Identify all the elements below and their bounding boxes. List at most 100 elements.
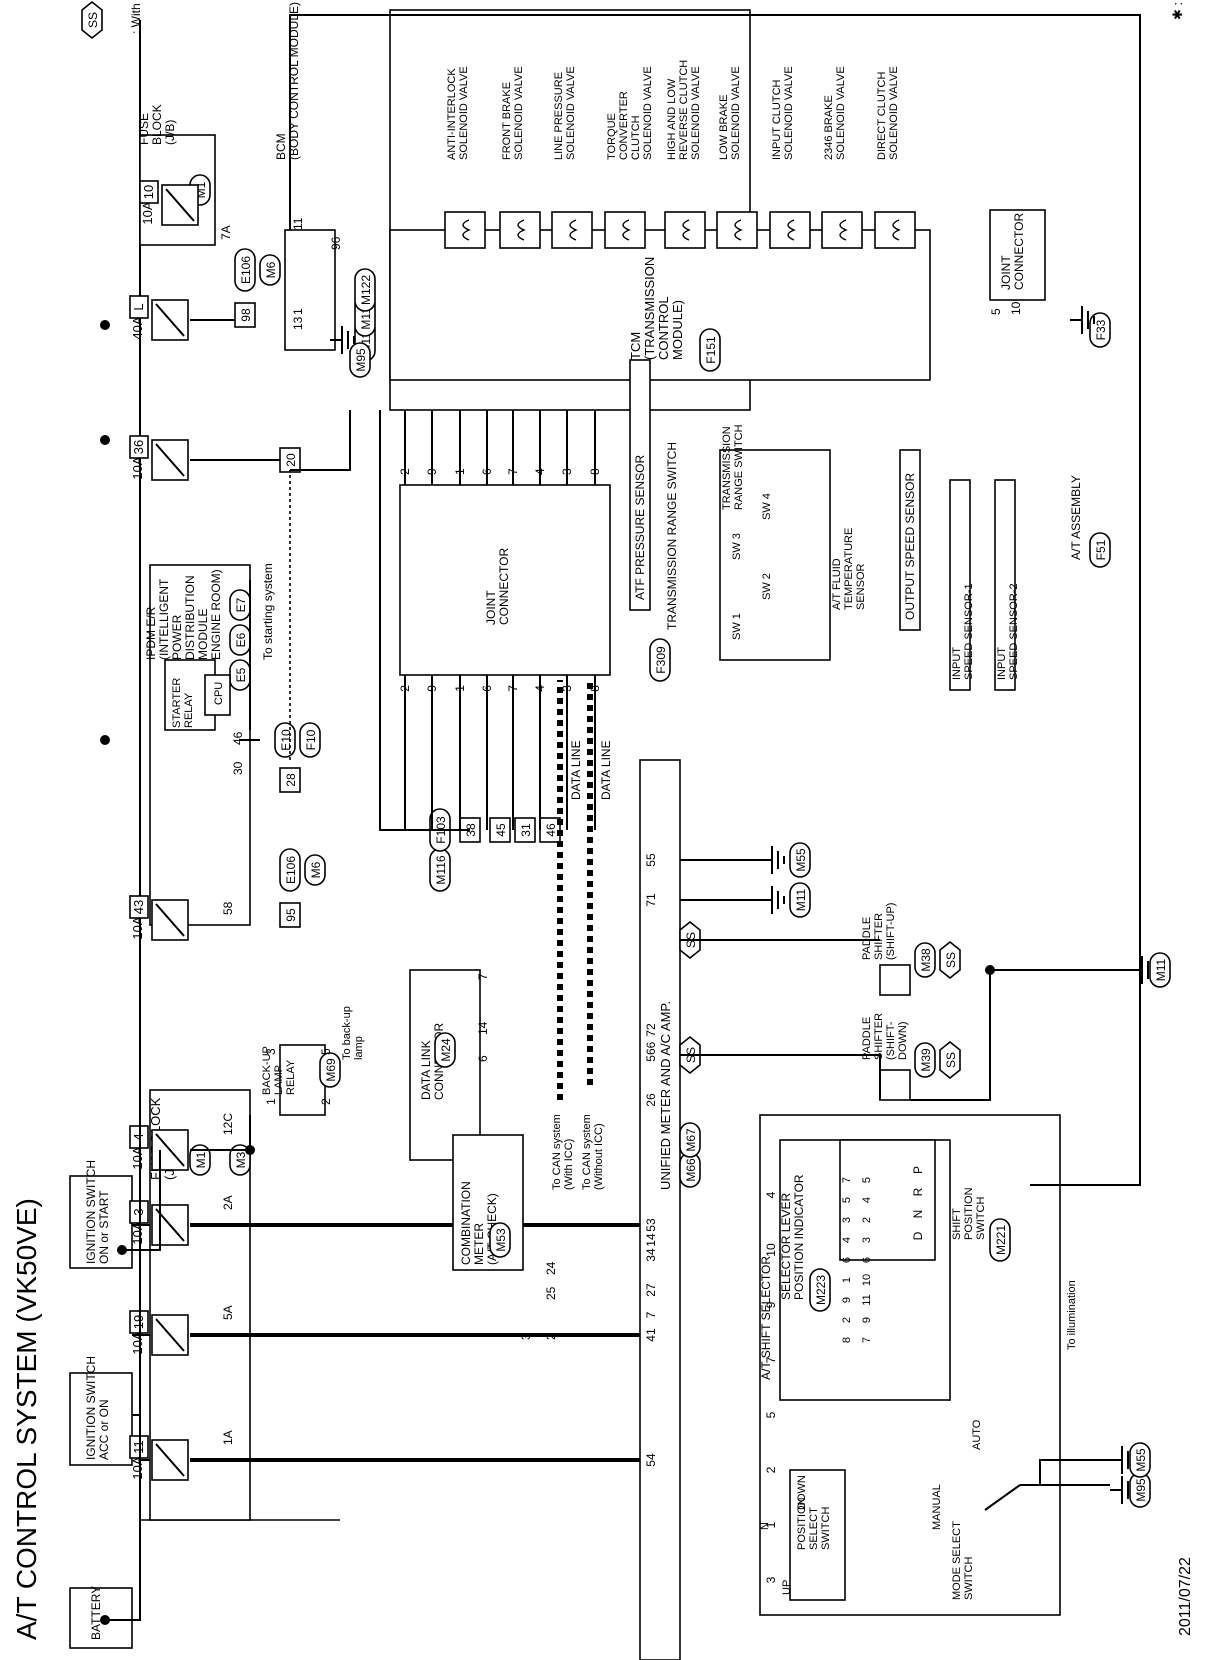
solenoid-8-body	[821, 211, 863, 249]
range-switch-title: TRANSMISSION	[721, 426, 733, 510]
sel-outer-pin-7: 7	[764, 1356, 778, 1363]
tcm-title: CONTROL	[656, 296, 671, 360]
wire	[379, 410, 470, 831]
meter-pin-26: 26	[644, 1093, 658, 1107]
ipdm-title: IPDM E/R	[144, 606, 158, 660]
data-line-label-2: DATA LINE	[599, 740, 613, 800]
sel-inner-bot-4: 4	[861, 1197, 873, 1203]
tcm-title: MODULE)	[670, 300, 685, 360]
solenoid-label-4: SOLENOID VALVE	[642, 66, 654, 160]
paddle-up-title: (SHIFT-UP)	[885, 903, 897, 960]
conn-F51-label: F51	[1094, 539, 1108, 560]
input-speed-2-label: SPEED SENSOR-2	[1008, 583, 1020, 680]
sel-outer-pin-5: 5	[764, 1411, 778, 1418]
conn-M38-label: M38	[919, 948, 933, 972]
conn-M223-label: M223	[814, 1275, 828, 1305]
sel-inner-top-6: 6	[841, 1257, 853, 1263]
conn-E106-a-label: E106	[239, 256, 253, 284]
conn-M11-b-label: M11	[1154, 958, 1168, 981]
solenoid-label-4: CONVERTER	[618, 91, 630, 160]
meter-amp-box	[639, 759, 681, 1660]
fuse-36-rating: 10A	[130, 456, 145, 479]
input-speed-2-box	[994, 479, 1016, 691]
conn-M11-a	[789, 882, 811, 918]
conn-M55-a-label: M55	[794, 848, 808, 872]
ipdm-title: (INTELLIGENT	[157, 578, 171, 660]
fuse-10-element	[165, 188, 195, 222]
conn-95	[279, 902, 301, 928]
select-switch-box	[789, 1469, 846, 1601]
dlc-pin-14: 14	[476, 1021, 490, 1035]
bcm-pin-96: 96	[329, 236, 343, 250]
paddle-down-title: (SHIFT-	[885, 1021, 897, 1060]
conn-M39	[914, 1042, 936, 1078]
relay-pin-2: 2	[319, 1098, 333, 1105]
conn-28	[279, 767, 301, 793]
conn-M116-label: M116	[434, 855, 448, 884]
pin-20-label: 20	[284, 453, 298, 467]
tcm-box	[389, 229, 931, 381]
meter-pin-54: 54	[644, 1453, 658, 1467]
output-speed-box	[899, 449, 921, 631]
solenoid-label-4: TORQUE	[606, 113, 618, 160]
solenoid-label-2: FRONT BRAKE	[501, 82, 513, 160]
conn-M11-a-label: M11	[794, 888, 808, 911]
conn-M24-label: M24	[439, 1038, 453, 1062]
dlc-pin-6: 6	[476, 1055, 490, 1062]
sw-2: SW 2	[761, 573, 773, 600]
paddle-up-title: PADDLE	[861, 917, 873, 960]
fuse-11-element	[155, 1443, 185, 1477]
solenoid-9-coil	[892, 219, 901, 241]
solenoid-2-body	[499, 211, 541, 249]
meter-pin-34: 34	[644, 1248, 658, 1262]
ipdm-pin-46: 46	[231, 731, 245, 745]
solenoid-5-body	[664, 211, 706, 249]
conn-M24	[434, 1032, 456, 1068]
gear-D: D	[911, 1231, 925, 1240]
conn-M53-label: M53	[494, 1228, 508, 1252]
meter-pin-41: 41	[644, 1328, 658, 1342]
fuse-4-num: 4	[131, 1133, 146, 1140]
fuse-43-num: 43	[131, 900, 146, 914]
solenoid-label-5: SOLENOID VALVE	[690, 66, 702, 160]
conn-45-label: 45	[494, 823, 508, 837]
data-line-label-1: DATA LINE	[569, 740, 583, 800]
solenoid-label-1: SOLENOID VALVE	[458, 66, 470, 160]
solenoid-1-body	[444, 211, 486, 249]
to-illumination: To illumination	[1066, 1280, 1078, 1350]
input-speed-1-label: SPEED SENSOR-1	[963, 583, 975, 680]
gear-P: P	[911, 1166, 925, 1174]
fuse-40A-num: L	[131, 303, 146, 310]
conn-M1-label: M1	[194, 1151, 208, 1168]
cm-pin-24: 24	[544, 1261, 558, 1275]
sel-outer-pin-9: 9	[764, 1301, 778, 1308]
fuse-43-rating: 10A	[130, 916, 145, 939]
ss-tag-paddle-down	[939, 1040, 961, 1080]
solenoid-4-body	[604, 211, 646, 249]
can-with-icc: To CAN system	[551, 1114, 563, 1190]
sel-inner-top-9: 9	[841, 1297, 853, 1303]
input-speed-1-box	[949, 479, 971, 691]
node-36	[100, 435, 110, 445]
pin-12C: 12C	[221, 1113, 235, 1135]
range-switch-title: RANGE SWITCH	[733, 424, 745, 510]
sw-4: SW 4	[761, 493, 773, 520]
paddle-down-title: SHIFTER	[873, 1013, 885, 1060]
meter-pin-53: 53	[644, 1218, 658, 1232]
shift-position-label: SHIFT	[951, 1208, 963, 1240]
conn-M69	[319, 1052, 341, 1088]
ign-on-label: IGNITION SWITCH	[84, 1160, 98, 1264]
paddle-down-title: DOWN)	[897, 1022, 909, 1061]
fuse-40A-rating: 40A	[130, 316, 145, 339]
to-starting-label: To starting system	[261, 563, 275, 660]
meter-amp-title: UNIFIED METER AND A/C AMP.	[658, 1001, 673, 1190]
sel-inner-bot-7: 7	[861, 1337, 873, 1343]
conn-M3-label: M3	[234, 1151, 248, 1168]
ign-on-label: ON or START	[97, 1190, 111, 1264]
solenoid-label-3: SOLENOID VALVE	[565, 66, 577, 160]
conn-38-label: 38	[464, 823, 478, 837]
conn-F10-label: F10	[304, 729, 318, 750]
sel-inner-top-7: 7	[841, 1177, 853, 1183]
conn-E106-b	[279, 848, 301, 892]
